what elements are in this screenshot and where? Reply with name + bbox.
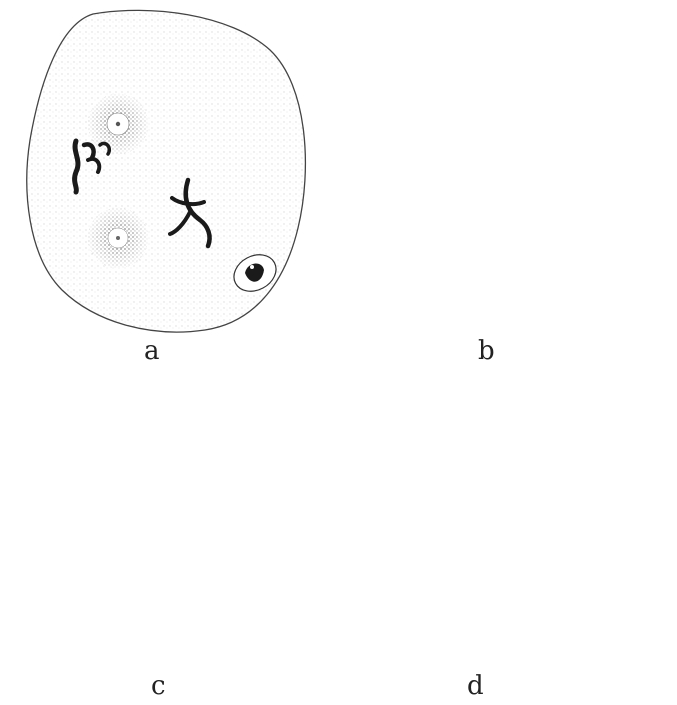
panel-label-c: c — [151, 673, 166, 699]
panel-label-b: b — [478, 338, 495, 364]
panel-label-d: d — [467, 673, 484, 699]
panel-a-cell — [27, 10, 306, 332]
panel-label-a: a — [144, 338, 160, 364]
panel-a-aster-upper — [88, 94, 148, 154]
panel-a-aster-lower — [88, 208, 148, 268]
